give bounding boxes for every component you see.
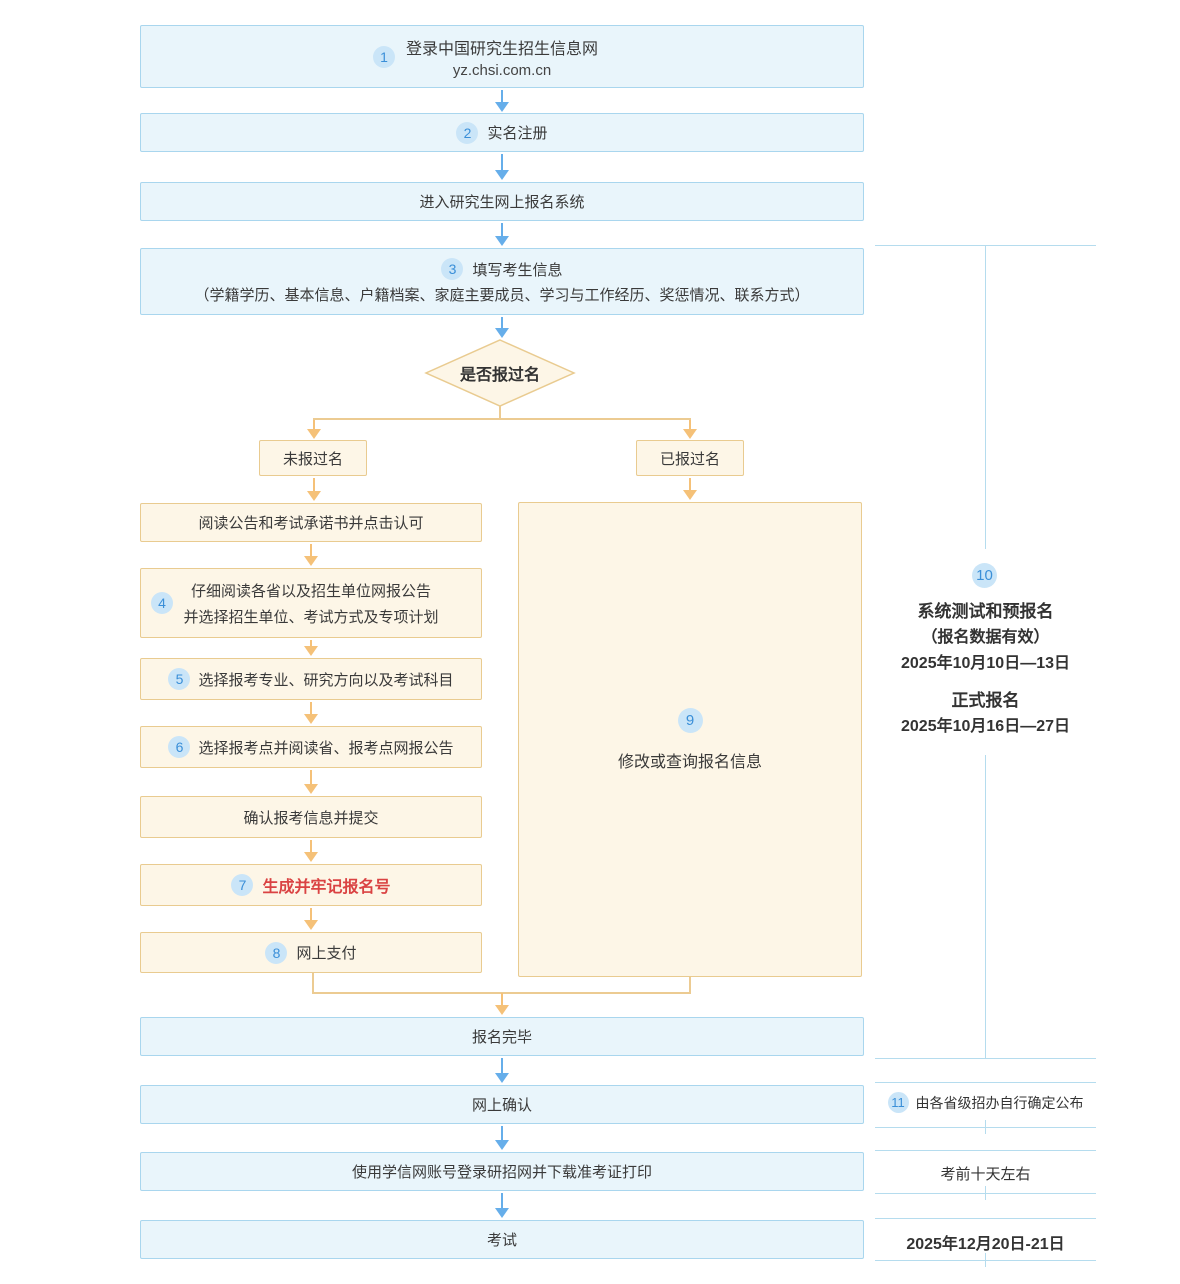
step-fill-info-box: 3 填写考生信息 （学籍学历、基本信息、户籍档案、家庭主要成员、学习与工作经历、…: [140, 248, 864, 315]
step-choose-site-label: 选择报考点并阅读省、报考点网报公告: [198, 739, 454, 757]
branch-registered-label: 已报过名: [659, 450, 720, 468]
step-download-ticket-box: 使用学信网账号登录研招网并下载准考证打印: [140, 1152, 864, 1191]
sidebar-dates-block: 系统测试和预报名 （报名数据有效） 2025年10月10日—13日 正式报名 2…: [875, 599, 1096, 740]
sidebar-separator: [875, 1150, 1096, 1151]
arrow-down-icon: [494, 223, 510, 246]
arrow-down-icon: [494, 317, 510, 338]
sidebar-separator: [875, 1082, 1096, 1083]
step-number-badge-2: 2: [456, 121, 479, 144]
sidebar-line: [985, 755, 986, 1058]
step-number-badge-5: 5: [168, 668, 191, 690]
sidebar-exam-date: 2025年12月20日-21日: [906, 1236, 1065, 1253]
arrow-down-icon: [682, 478, 698, 500]
step-login-url: yz.chsi.com.cn: [452, 61, 552, 79]
connector-line: [499, 406, 501, 419]
arrow-down-icon: [306, 420, 322, 439]
arrow-down-icon: [303, 640, 319, 656]
step-enter-system-label: 进入研究生网上报名系统: [419, 194, 585, 211]
step-read-notice-box: 阅读公告和考试承诺书并点击认可: [140, 503, 482, 542]
step-number-badge-9: 9: [677, 707, 703, 733]
sidebar-confirm-row: 11 由各省级招办自行确定公布: [875, 1092, 1096, 1113]
arrow-down-icon: [494, 1126, 510, 1150]
arrow-down-icon: [494, 1193, 510, 1218]
step-confirm-submit-box: 确认报考信息并提交: [140, 796, 482, 838]
step-number-badge-4: 4: [151, 592, 173, 614]
step-exam-label: 考试: [486, 1232, 517, 1249]
step-login-box: 1 登录中国研究生招生信息网 yz.chsi.com.cn: [140, 25, 864, 88]
sidebar-test-title: 系统测试和预报名: [917, 602, 1054, 621]
step-exam-box: 考试: [140, 1220, 864, 1259]
arrow-down-icon: [303, 702, 319, 724]
step-choose-site-box: 6 选择报考点并阅读省、报考点网报公告: [140, 726, 482, 768]
step-registration-complete-box: 报名完毕: [140, 1017, 864, 1056]
branch-not-registered: 未报过名: [259, 440, 367, 476]
step-number-badge-3: 3: [441, 258, 464, 280]
arrow-down-icon: [303, 770, 319, 794]
sidebar-formal-date: 2025年10月16日—27日: [901, 718, 1070, 735]
arrow-down-icon: [494, 90, 510, 112]
sidebar-test-date: 2025年10月10日—13日: [901, 655, 1070, 672]
sidebar-line: [985, 246, 986, 549]
step-fill-info-detail: （学籍学历、基本信息、户籍档案、家庭主要成员、学习与工作经历、奖惩情况、联系方式…: [194, 287, 810, 304]
step-number-badge-11: 11: [887, 1092, 909, 1113]
step-registration-complete-label: 报名完毕: [471, 1029, 532, 1046]
arrow-down-icon: [494, 993, 510, 1015]
step-choose-major-label: 选择报考专业、研究方向以及考试科目: [198, 671, 454, 689]
step-generate-number-label: 生成并牢记报名号: [262, 879, 391, 896]
step-online-confirm-label: 网上确认: [471, 1097, 532, 1114]
arrow-down-icon: [303, 840, 319, 862]
step-online-confirm-box: 网上确认: [140, 1085, 864, 1124]
step-number-badge-7: 7: [231, 874, 254, 896]
step-fill-info-title: 填写考生信息: [472, 261, 563, 279]
step-register-label: 实名注册: [487, 125, 548, 142]
step-register-box: 2 实名注册: [140, 113, 864, 152]
step-modify-query-box: 9 修改或查询报名信息: [518, 502, 862, 977]
sidebar-test-note: （报名数据有效）: [921, 629, 1050, 646]
decision-label: 是否报过名: [459, 367, 540, 384]
decision-registered-before: 是否报过名: [424, 339, 576, 407]
step-choose-major-box: 5 选择报考专业、研究方向以及考试科目: [140, 658, 482, 700]
sidebar-separator: [875, 1260, 1096, 1261]
step-read-bulletin-line2: 并选择招生单位、考试方式及专项计划: [183, 608, 439, 626]
arrow-down-icon: [306, 478, 322, 501]
connector-line: [313, 418, 691, 420]
step-number-badge-1: 1: [373, 45, 395, 68]
arrow-down-icon: [682, 420, 698, 439]
step-generate-number-box: 7 生成并牢记报名号: [140, 864, 482, 906]
step-download-ticket-label: 使用学信网账号登录研招网并下载准考证打印: [351, 1164, 652, 1181]
step-number-badge-8: 8: [265, 941, 288, 964]
sidebar-separator: [875, 1193, 1096, 1194]
arrow-down-icon: [303, 544, 319, 566]
step-number-badge-10: 10: [972, 563, 997, 588]
sidebar-separator: [875, 1058, 1096, 1059]
arrow-down-icon: [494, 1058, 510, 1083]
sidebar-line: [875, 245, 1096, 246]
arrow-down-icon: [303, 908, 319, 930]
step-read-bulletin-line1: 仔细阅读各省以及招生单位网报公告: [190, 582, 431, 600]
branch-registered: 已报过名: [636, 440, 744, 476]
step-modify-query-label: 修改或查询报名信息: [617, 753, 762, 771]
step-number-badge-6: 6: [168, 736, 191, 758]
step-online-pay-label: 网上支付: [296, 945, 357, 962]
step-confirm-submit-label: 确认报考信息并提交: [243, 809, 379, 827]
step-online-pay-box: 8 网上支付: [140, 932, 482, 973]
step-enter-system-box: 进入研究生网上报名系统: [140, 182, 864, 221]
sidebar-separator: [875, 1218, 1096, 1219]
arrow-down-icon: [494, 154, 510, 180]
branch-not-registered-label: 未报过名: [282, 450, 343, 468]
connector-line: [312, 973, 314, 993]
sidebar-confirm-note: 由各省级招办自行确定公布: [915, 1094, 1084, 1111]
connector-line: [689, 977, 691, 993]
sidebar-formal-title: 正式报名: [951, 691, 1020, 710]
step-read-bulletin-box: 4 仔细阅读各省以及招生单位网报公告 并选择招生单位、考试方式及专项计划: [140, 568, 482, 638]
sidebar-separator: [875, 1127, 1096, 1128]
step-read-notice-label: 阅读公告和考试承诺书并点击认可: [198, 515, 424, 532]
step-login-title: 登录中国研究生招生信息网: [405, 40, 598, 58]
sidebar-download-note: 考前十天左右: [940, 1166, 1031, 1183]
